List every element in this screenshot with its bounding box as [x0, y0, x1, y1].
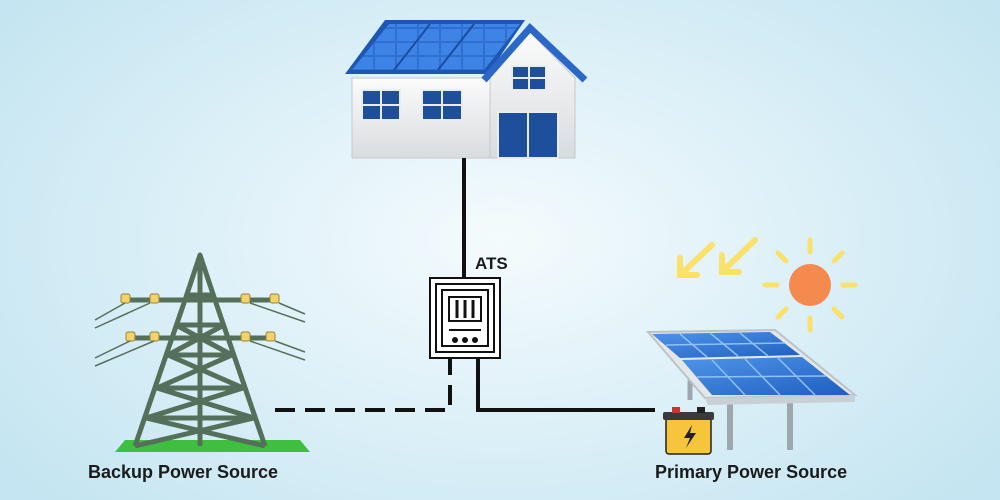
house	[345, 20, 588, 159]
sun-disc	[789, 264, 831, 306]
gable-roof-trim	[481, 22, 588, 83]
wiring	[272, 158, 655, 412]
primary-power-source-label: Primary Power Source	[655, 462, 848, 482]
house-window	[421, 89, 463, 121]
sunlight-arrows	[677, 237, 758, 278]
transmission-tower	[94, 252, 310, 452]
house-window	[511, 65, 547, 91]
solar-panel	[645, 328, 858, 450]
battery-icon	[663, 407, 714, 455]
ats-switch-box	[429, 277, 501, 359]
roof-solar-panel	[352, 24, 520, 70]
backup-to-ats-wire	[272, 355, 452, 412]
house-door	[497, 111, 559, 159]
ats-label: ATS	[475, 254, 508, 273]
house-window	[361, 89, 401, 121]
primary-to-ats-wire	[476, 355, 655, 412]
backup-power-source-label: Backup Power Source	[88, 462, 279, 482]
sun	[762, 237, 858, 333]
